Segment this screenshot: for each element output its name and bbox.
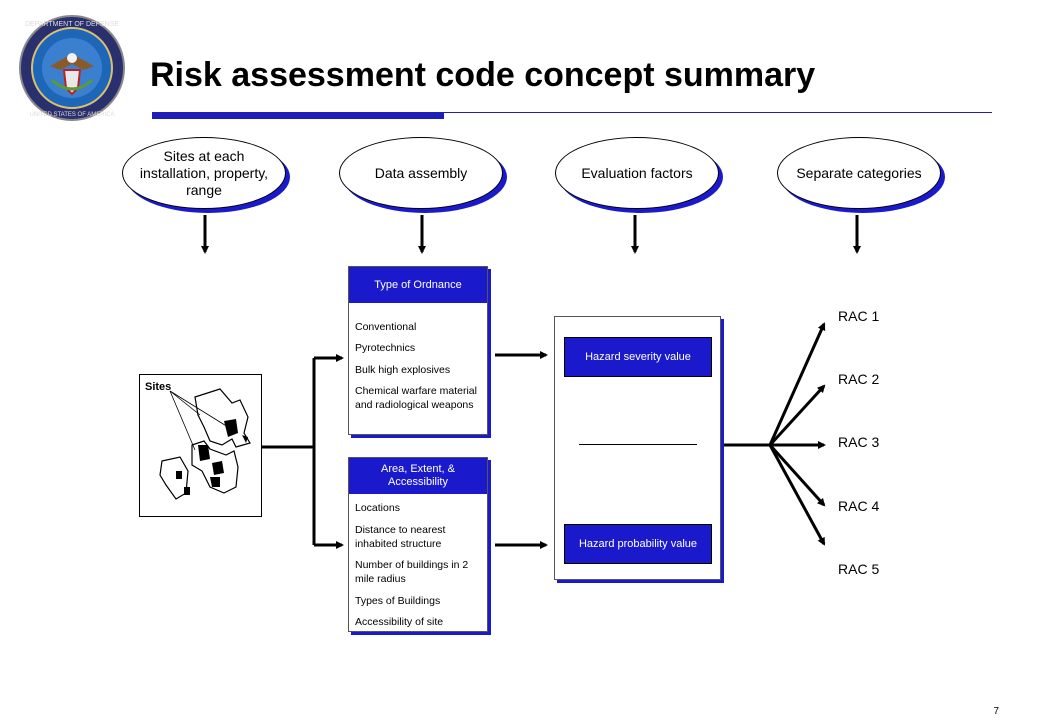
rac-label: RAC 2 xyxy=(838,371,880,387)
arrow-rac5 xyxy=(768,444,826,546)
ordnance-item: Bulk high explosives xyxy=(355,364,451,376)
sites-map-label: Sites xyxy=(145,381,172,393)
rac-label: RAC 1 xyxy=(838,308,880,324)
oval-separate-categories-label: Separate categories xyxy=(777,137,941,209)
rac-label: RAC 3 xyxy=(838,434,880,450)
sites-map-drawing xyxy=(159,388,251,500)
rac-label: RAC 5 xyxy=(838,561,880,577)
ordnance-panel-header: Type of Ordnance xyxy=(349,267,487,303)
ordnance-item: Conventional xyxy=(355,321,417,333)
page-title: Risk assessment code concept summary xyxy=(150,56,816,94)
area-item: Distance to nearest xyxy=(355,524,446,536)
ordnance-item: and radiological weapons xyxy=(355,399,474,411)
area-item: Accessibility of site xyxy=(355,616,444,628)
oval-sites-label: Sites at each installation, property, ra… xyxy=(122,137,286,209)
dod-seal-logo: DEPARTMENT OF DEFENSE UNITED STATES OF A… xyxy=(19,15,125,121)
rac-label: RAC 4 xyxy=(838,498,880,514)
oval-separate-categories: Separate categories xyxy=(777,137,945,213)
ordnance-panel: Type of Ordnance Conventional Pyrotechni… xyxy=(348,266,488,435)
area-panel-header-line1: Area, Extent, & xyxy=(381,463,455,475)
oval-sites: Sites at each installation, property, ra… xyxy=(122,137,290,213)
arrow-rac1 xyxy=(768,322,826,446)
arrow-rac4 xyxy=(768,443,826,507)
area-item: Types of Buildings xyxy=(355,595,441,607)
area-item: Number of buildings in 2 xyxy=(355,559,469,571)
area-item: Locations xyxy=(355,502,400,514)
oval-data-assembly-label: Data assembly xyxy=(339,137,503,209)
area-panel: Area, Extent, & Accessibility Locations … xyxy=(348,457,488,632)
hazard-probability-box: Hazard probability value xyxy=(564,524,712,564)
seal-text-top: DEPARTMENT OF DEFENSE xyxy=(25,21,119,28)
title-underline-thin xyxy=(152,112,992,113)
area-panel-header: Area, Extent, & Accessibility xyxy=(349,458,487,494)
title-underline-thick xyxy=(152,113,444,119)
evaluation-panel: Hazard severity value Hazard probability… xyxy=(554,316,721,580)
area-item: inhabited structure xyxy=(355,538,442,550)
seal-text-bottom: UNITED STATES OF AMERICA xyxy=(29,112,114,118)
arrow-rac2 xyxy=(768,384,826,447)
ordnance-item: Chemical warfare material xyxy=(355,385,477,397)
oval-data-assembly: Data assembly xyxy=(339,137,507,213)
oval-evaluation-factors: Evaluation factors xyxy=(555,137,723,213)
hazard-severity-box: Hazard severity value xyxy=(564,337,712,377)
ordnance-item: Pyrotechnics xyxy=(355,342,416,354)
sites-map: Sites xyxy=(139,374,262,517)
area-item: mile radius xyxy=(355,573,406,585)
page-number: 7 xyxy=(993,706,999,717)
evaluation-divider xyxy=(579,444,697,445)
area-panel-header-line2: Accessibility xyxy=(388,476,448,488)
oval-evaluation-factors-label: Evaluation factors xyxy=(555,137,719,209)
